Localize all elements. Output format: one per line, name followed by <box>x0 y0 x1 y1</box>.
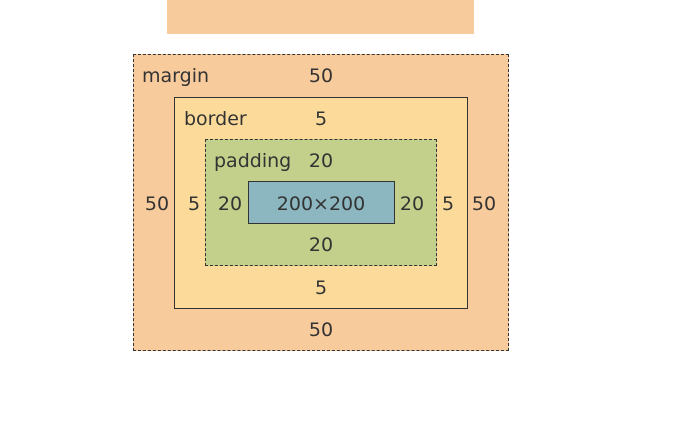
border-top-value[interactable]: 5 <box>314 108 328 130</box>
margin-label: margin <box>142 65 210 87</box>
border-bottom-value[interactable]: 5 <box>314 277 328 299</box>
padding-bottom-value[interactable]: 20 <box>308 234 334 256</box>
content-size-value[interactable]: 200×200 <box>276 193 366 215</box>
element-highlight <box>167 0 474 34</box>
border-right-value[interactable]: 5 <box>441 193 455 215</box>
border-left-value[interactable]: 5 <box>187 193 201 215</box>
margin-top-value[interactable]: 50 <box>308 65 334 87</box>
padding-top-value[interactable]: 20 <box>308 150 334 172</box>
margin-right-value[interactable]: 50 <box>471 193 497 215</box>
padding-right-value[interactable]: 20 <box>399 193 425 215</box>
border-label: border <box>184 108 247 130</box>
margin-left-value[interactable]: 50 <box>144 193 170 215</box>
content-box[interactable] <box>248 181 395 224</box>
margin-bottom-value[interactable]: 50 <box>308 319 334 341</box>
padding-label: padding <box>214 150 292 172</box>
padding-left-value[interactable]: 20 <box>217 193 243 215</box>
